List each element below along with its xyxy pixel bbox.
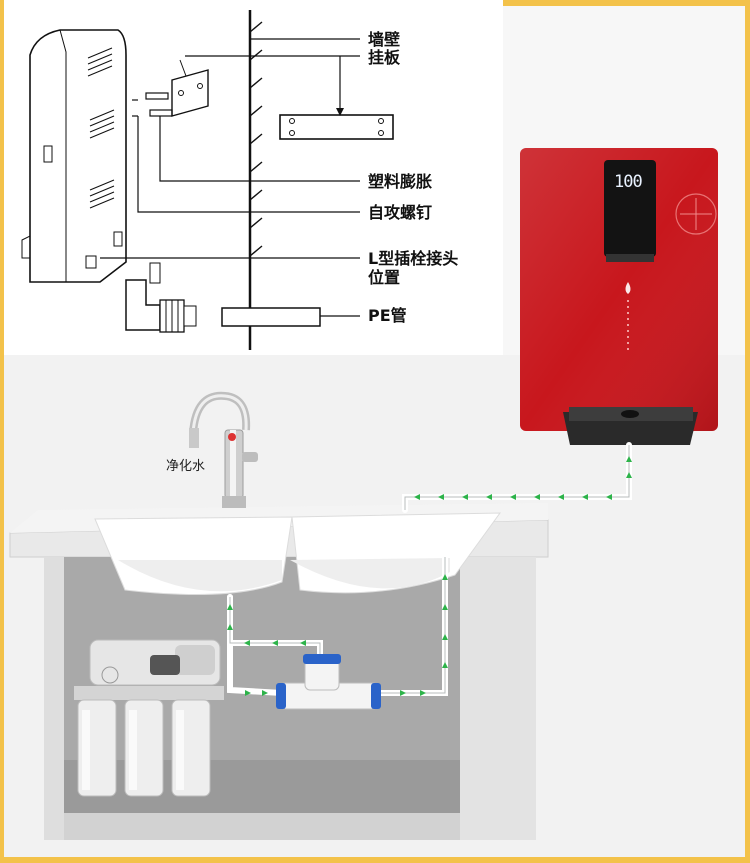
label-l-connector-position: 位置 <box>368 268 401 287</box>
label-self-tapping-screw: 自攻螺钉 <box>368 203 433 222</box>
label-pe-pipe: PE管 <box>368 306 407 325</box>
ro-filter-system <box>74 639 224 797</box>
label-plastic-anchor: 塑料膨胀 <box>368 172 433 191</box>
tee-connector <box>276 654 381 710</box>
frame-border-left <box>0 0 4 863</box>
dispenser-temperature-display: 100 <box>614 172 643 192</box>
purified-water-faucet <box>189 391 258 508</box>
frame-border-bottom <box>0 857 750 863</box>
frame-border-top <box>503 0 750 6</box>
label-purified-water: 净化水 <box>166 459 206 474</box>
frame-border-right <box>745 0 750 863</box>
flow-arrows <box>227 456 632 696</box>
label-hanging-plate: 挂板 <box>368 48 401 67</box>
label-wall: 墙壁 <box>368 30 401 49</box>
wall-water-dispenser <box>520 148 718 445</box>
label-l-connector: L型插栓接头 <box>368 249 459 268</box>
wall-mount-installation-drawing <box>0 0 503 355</box>
